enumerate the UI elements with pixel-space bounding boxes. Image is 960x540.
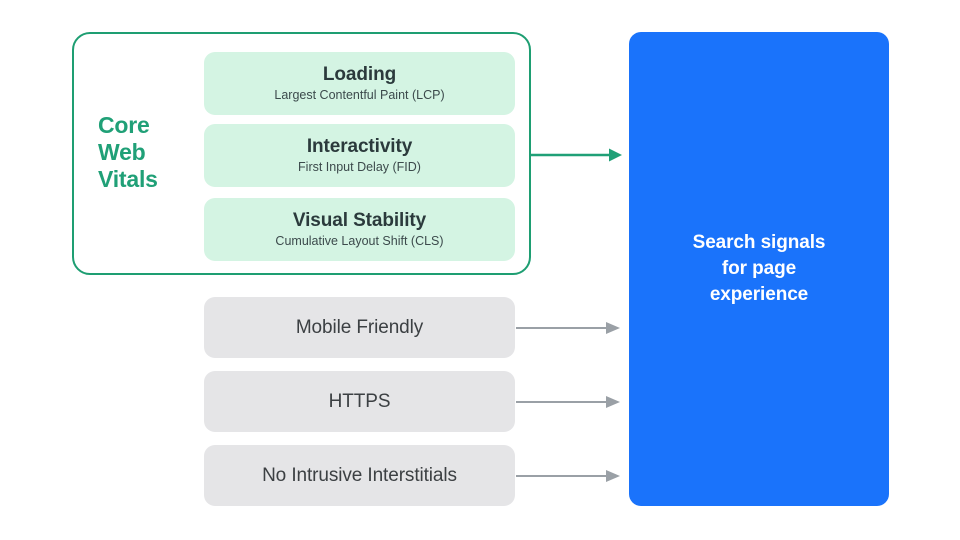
core-web-vitals-arrow <box>531 148 622 162</box>
mobile-friendly-arrow <box>516 322 620 334</box>
search-signals-panel-label: Search signals for page experience <box>692 232 826 305</box>
core-web-vitals-group-label: Core Web Vitals <box>98 112 158 192</box>
vital-card-subtitle: First Input Delay (FID) <box>298 160 421 174</box>
no-intrusive-interstitials-arrow <box>516 470 620 482</box>
vital-card-title: Loading <box>322 64 397 85</box>
vital-card-subtitle: Cumulative Layout Shift (CLS) <box>275 234 444 248</box>
signal-card-label: Mobile Friendly <box>295 316 424 338</box>
signal-card-label: HTTPS <box>328 390 391 412</box>
vital-card-title: Visual Stability <box>292 210 427 231</box>
vital-card-loading[interactable]: Loading Largest Contentful Paint (LCP) <box>204 52 515 115</box>
core-web-vitals-group <box>72 32 531 275</box>
https-arrow <box>516 396 620 408</box>
vital-card-title: Interactivity <box>306 136 413 157</box>
search-signals-panel[interactable]: Search signals for page experience <box>629 32 889 506</box>
vital-card-interactivity[interactable]: Interactivity First Input Delay (FID) <box>204 124 515 187</box>
signal-card-mobile-friendly[interactable]: Mobile Friendly <box>204 297 515 358</box>
vital-card-visual-stability[interactable]: Visual Stability Cumulative Layout Shift… <box>204 198 515 261</box>
vital-card-subtitle: Largest Contentful Paint (LCP) <box>274 88 445 102</box>
signal-card-no-intrusive-interstitials[interactable]: No Intrusive Interstitials <box>204 445 515 506</box>
signal-card-https[interactable]: HTTPS <box>204 371 515 432</box>
signal-card-label: No Intrusive Interstitials <box>262 464 457 486</box>
